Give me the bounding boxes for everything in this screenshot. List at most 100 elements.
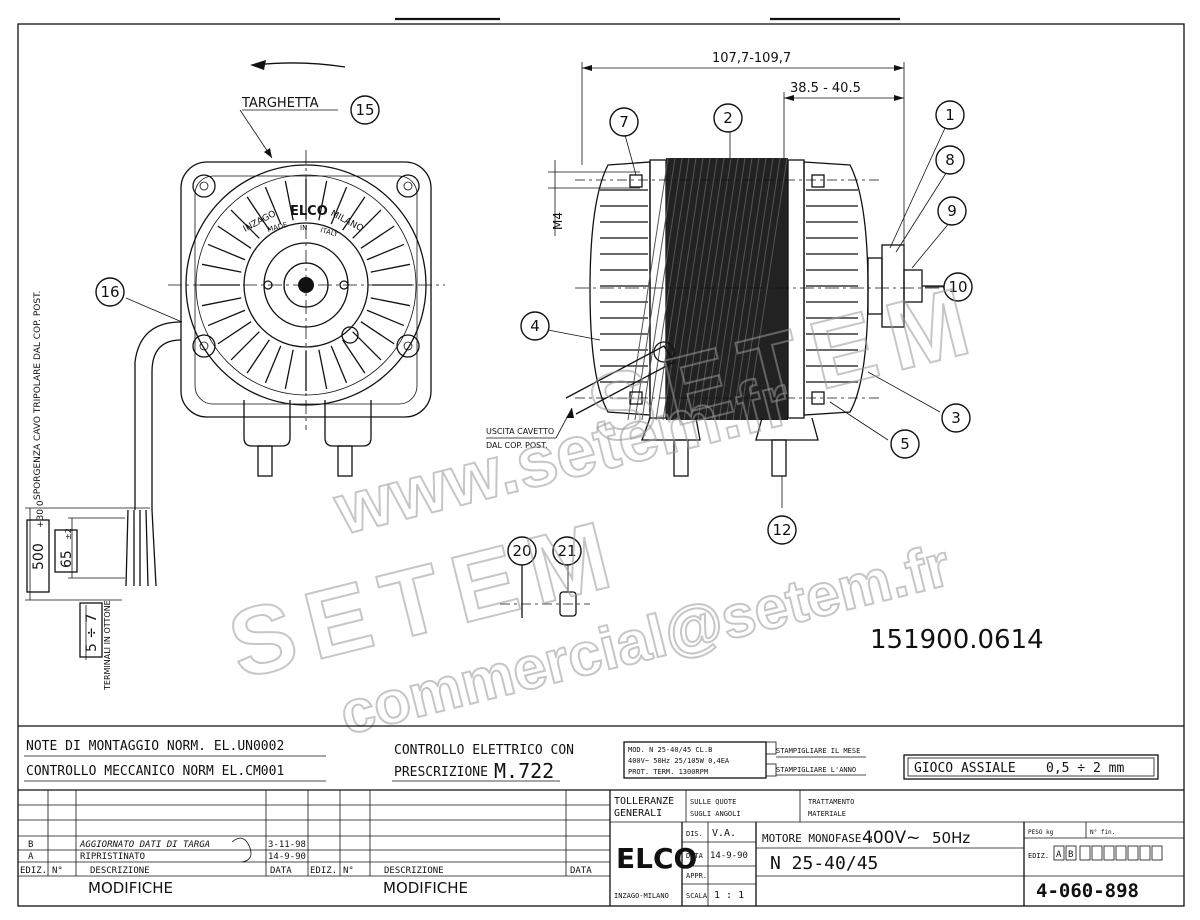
rev-header-desc: DESCRIZIONE [384, 866, 444, 876]
sheet-count-label: N° fin. [1090, 829, 1115, 836]
svg-text:2: 2 [723, 109, 733, 127]
date-label: DATA [686, 852, 704, 860]
rear-cover [589, 161, 651, 416]
rev-description: AGGIORNATO DATI DI TARGA [79, 840, 210, 850]
title-block: B AGGIORNATO DATI DI TARGA 3-11-98 A RIP… [18, 789, 1184, 906]
drawn-by-label: DIS. [686, 830, 703, 838]
stamp-note: STAMPIGLIARE IL MESE [776, 747, 860, 755]
callout-leaders [125, 127, 951, 508]
cable-wires [125, 509, 157, 587]
callout-5: 5 [890, 429, 920, 459]
arrow-head-icon [250, 60, 266, 70]
rev-header-ediz: EDIZ. [310, 866, 337, 876]
svg-text:20: 20 [512, 542, 531, 560]
scale-value: 1 : 1 [714, 890, 744, 901]
svg-text:7: 7 [619, 113, 629, 131]
notes-area: NOTE DI MONTAGGIO NORM. EL.UN0002 CONTRO… [18, 725, 1184, 783]
svg-text:1: 1 [945, 106, 955, 124]
dim-total-length: 107,7-109,7 [712, 51, 791, 66]
terminal-connectors [243, 400, 372, 477]
callout-1: 1 [935, 100, 965, 130]
callout-15: 15 [350, 95, 380, 125]
callout-12: 12 [767, 515, 797, 545]
label-targhetta: TARGHETTA [241, 96, 319, 111]
rev-edition: A [28, 852, 34, 862]
rotation-arrow [254, 62, 346, 68]
tolerances-label: TOLLERANZE [614, 796, 674, 807]
axial-play-value: 0,5 ÷ 2 mm [1046, 761, 1124, 776]
motor-model: N 25-40/45 [770, 853, 878, 874]
rev-header-ediz: EDIZ. [20, 866, 47, 876]
rev-footer: MODIFICHE [383, 879, 468, 897]
note-mounting: NOTE DI MONTAGGIO NORM. EL.UN0002 [26, 739, 284, 754]
tolerances-label: GENERALI [614, 808, 662, 819]
callout-7: 7 [609, 107, 639, 137]
note-electrical-code: M.722 [494, 759, 554, 783]
dim-strip-tolerance: ±2 [64, 528, 73, 540]
stamp-note: STAMPIGLIARE L'ANNO [776, 766, 856, 774]
svg-text:3: 3 [951, 409, 961, 427]
note-electrical: PRESCRIZIONE [394, 765, 488, 780]
callout-8: 8 [935, 145, 965, 175]
cable-exit-note: DAL COP. POST. [486, 441, 548, 450]
weight-label: PESO kg [1028, 829, 1054, 836]
svg-text:9: 9 [947, 202, 957, 220]
rev-header-desc: DESCRIZIONE [90, 866, 150, 876]
svg-text:8: 8 [945, 151, 955, 169]
dim-shaft-length: 38.5 - 40.5 [790, 81, 861, 96]
cable-exit-note: USCITA CAVETTO [486, 427, 554, 436]
drawing-number: 4-060-898 [1036, 880, 1139, 902]
plate-spec: 400V~ 50Hz 25/105W 0,4EA [628, 757, 730, 765]
dim-strip-length: 65 [59, 550, 75, 568]
elco-logo: ELCO [616, 842, 697, 875]
nameplate-text: ITALY [319, 226, 339, 239]
terminals-note: TERMINALI IN OTTONE [103, 600, 112, 691]
plate-spec: MOD. N 25-40/45 CL.B [628, 746, 712, 754]
svg-text:21: 21 [557, 542, 576, 560]
nameplate-text: IN [300, 224, 307, 232]
svg-text:16: 16 [100, 283, 119, 301]
svg-text:5: 5 [900, 435, 910, 453]
logo-subtitle: INZAGO-MILANO [614, 892, 669, 900]
nameplate-text: MADE [266, 221, 288, 234]
tol-angles: SUGLI ANGOLI [690, 810, 741, 818]
callout-20: 20 [507, 536, 537, 566]
plate-spec: PROT. TERM. 1300RPM [628, 768, 708, 776]
cable-exit [565, 345, 675, 415]
dim-cable-tolerance: +30 0 [36, 500, 46, 528]
rev-date: 14-9-90 [268, 852, 306, 862]
rev-header-data: DATA [570, 866, 592, 876]
front-cover-ribs [806, 189, 858, 383]
callout-9: 9 [937, 196, 967, 226]
date-value: 14-9-90 [710, 851, 748, 861]
rev-header-data: DATA [270, 866, 292, 876]
edition-b: B [1068, 850, 1073, 860]
callout-3: 3 [941, 403, 971, 433]
sheet-frame [17, 17, 1185, 907]
svg-text:10: 10 [948, 278, 967, 296]
cable [134, 321, 182, 510]
axial-play-label: GIOCO ASSIALE [914, 761, 1016, 776]
drawn-by-value: V.A. [712, 828, 736, 839]
callout-10: 10 [943, 272, 973, 302]
side-view: 107,7-109,7 38.5 - 40.5 M4 [125, 51, 960, 618]
callout-21: 21 [552, 536, 582, 566]
approved-label: APPR. [686, 872, 707, 880]
rear-cover-ribs [600, 189, 648, 383]
rev-date: 3-11-98 [268, 840, 306, 850]
stator-stack [666, 158, 788, 420]
motor-voltage: 400V~ [862, 828, 920, 848]
svg-text:12: 12 [772, 521, 791, 539]
callout-16: 16 [95, 277, 125, 307]
note-mechanical: CONTROLLO MECCANICO NORM EL.CM001 [26, 764, 284, 779]
callout-4: 4 [520, 311, 550, 341]
cable-projection-note: SPORGENZA CAVO TRIPOLARE DAL COP. POST. [33, 291, 43, 500]
material-label: MATERIALE [808, 810, 846, 818]
dim-cable-length: 500 [31, 543, 47, 570]
motor-description: MOTORE MONOFASE : [762, 832, 875, 845]
edition-a: A [1056, 850, 1062, 860]
motor-frequency: 50Hz [932, 829, 970, 847]
